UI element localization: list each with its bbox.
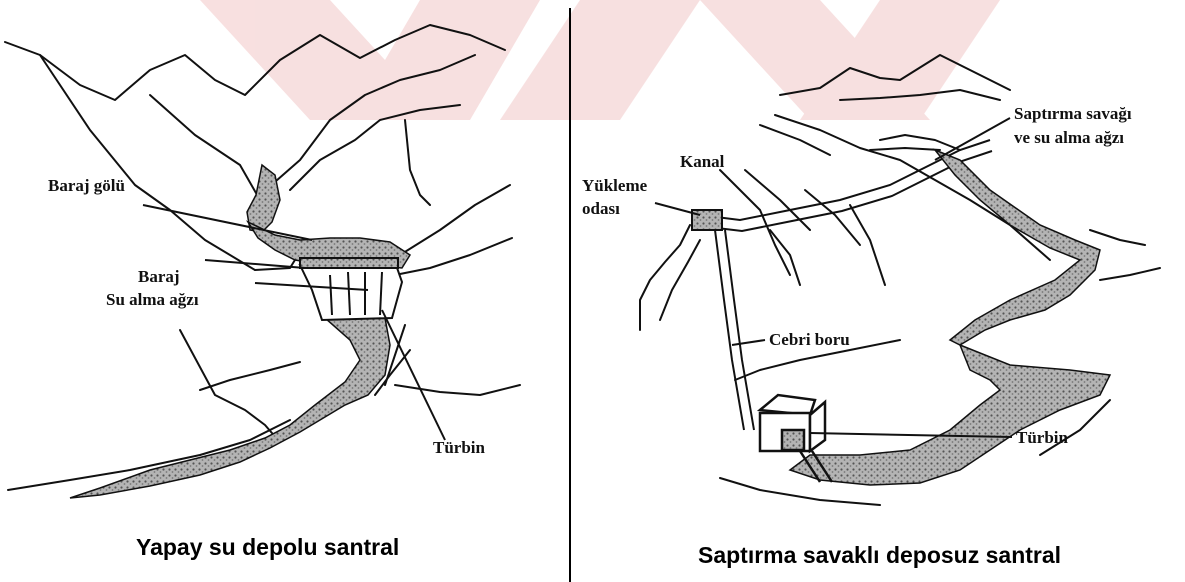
lower-river	[790, 345, 1110, 485]
label-turbin-right: Türbin	[1016, 428, 1068, 448]
leader-baraj-golu	[143, 205, 312, 240]
cliff	[640, 225, 690, 330]
label-baraj-golu: Baraj gölü	[48, 176, 125, 196]
valley-slope	[200, 362, 300, 390]
upper-river	[247, 165, 280, 232]
dam-crest	[300, 258, 398, 268]
loading-chamber	[692, 210, 722, 230]
label-yukleme-1: Yükleme	[582, 176, 647, 196]
leader-turbin	[382, 310, 445, 440]
label-saptirma-1: Saptırma savağı	[1014, 104, 1132, 124]
upper-river	[935, 150, 1100, 345]
mountain-ridge	[1100, 268, 1160, 280]
label-su-alma-agzi: Su alma ağzı	[106, 290, 199, 310]
caption-left: Yapay su depolu santral	[136, 534, 399, 561]
slope-line	[850, 205, 885, 285]
leader-cebri	[732, 340, 765, 345]
mountain-ridge	[870, 148, 940, 150]
mountain-ridge	[40, 55, 255, 270]
cliff	[660, 240, 700, 320]
label-saptirma-2: ve su alma ağzı	[1014, 128, 1124, 148]
mountain-ridge	[150, 95, 262, 222]
label-kanal: Kanal	[680, 152, 724, 172]
slope-line	[745, 170, 810, 230]
label-baraj: Baraj	[138, 267, 180, 287]
caption-right: Saptırma savaklı deposuz santral	[698, 542, 1061, 569]
dam-wall	[300, 262, 402, 320]
mountain-ridge	[395, 238, 512, 275]
label-yukleme-2: odası	[582, 199, 620, 219]
canal-edge-top	[700, 140, 990, 220]
leader-saptirma	[935, 118, 1010, 160]
leader-baraj	[205, 260, 305, 268]
watermark	[200, 0, 1000, 120]
mountain-ridge	[1090, 230, 1145, 245]
valley-slope	[180, 330, 278, 440]
left-water	[70, 165, 410, 498]
mountain-ridge	[395, 385, 520, 395]
label-cebri-boru: Cebri boru	[769, 330, 850, 350]
mountain-ridge	[405, 120, 430, 205]
label-turbin-left: Türbin	[433, 438, 485, 458]
slope-line	[770, 230, 800, 285]
penstock	[715, 230, 754, 430]
